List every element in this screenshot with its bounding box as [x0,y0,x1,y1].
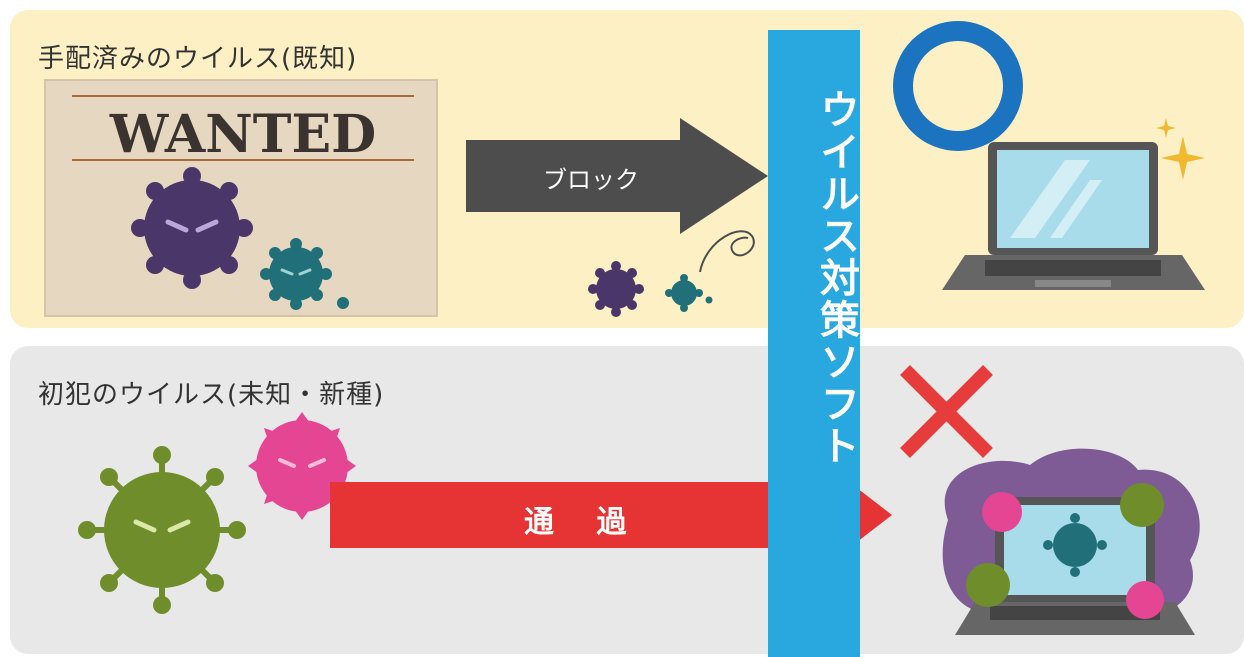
purple-virus-icon [131,167,253,289]
antivirus-software-label: ウイルス対策ソフト [813,89,859,467]
wanted-text: WANTED [109,104,376,165]
clean-laptop-icon [942,142,1205,290]
wanted-poster: WANTED [44,79,438,317]
pass-arrow [330,458,892,572]
teal-virus-icon [260,238,332,310]
ng-cross-icon [900,365,993,458]
ok-circle-icon [893,21,1023,151]
bounced-viruses [588,230,755,317]
infected-laptop-icon [942,448,1200,635]
sparkle-icon [1156,118,1205,180]
block-arrow-label: ブロック [543,166,639,194]
block-arrow [466,118,768,234]
unknown-virus-heading: 初犯のウイルス(未知・新種) [38,380,385,410]
pass-arrow-label: 通 過 [524,505,643,540]
known-virus-heading: 手配済みのウイルス(既知) [38,44,358,74]
antivirus-software-bar: ウイルス対策ソフト [768,30,860,657]
green-virus-icon [78,446,246,614]
